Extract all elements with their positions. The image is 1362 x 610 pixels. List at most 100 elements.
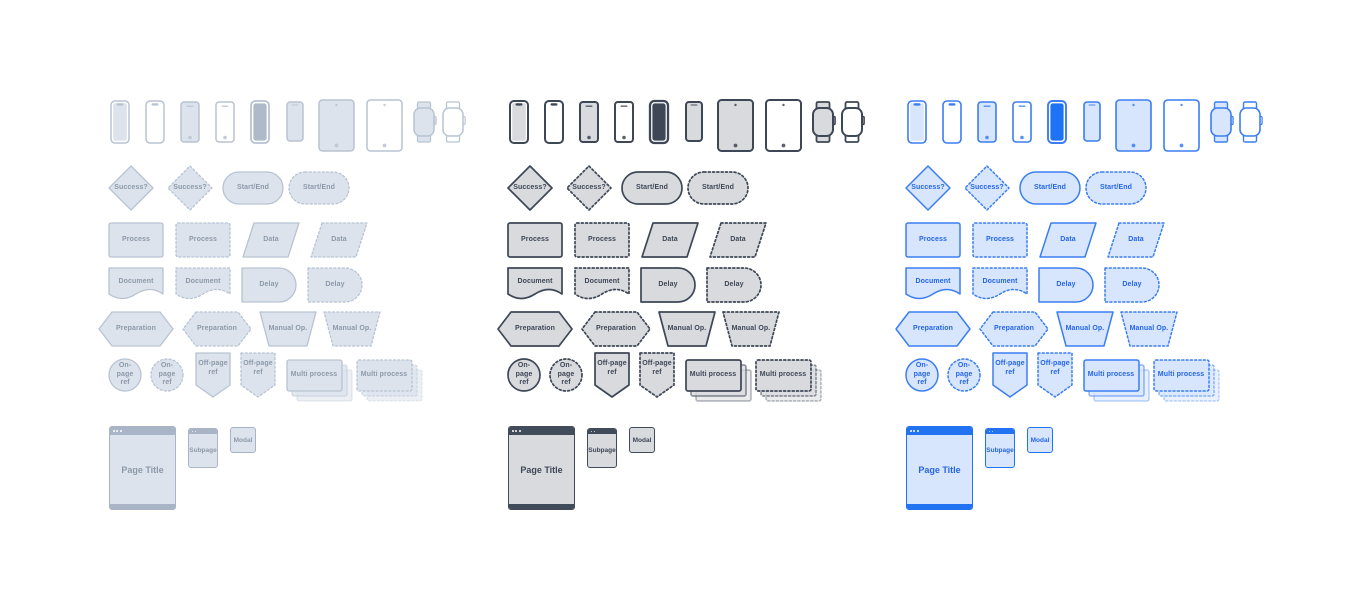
stencil-document-solid[interactable]: Document: [905, 266, 961, 304]
stencil-document-dashed[interactable]: Document: [972, 266, 1028, 304]
stencil-manual-operation-solid[interactable]: Manual Op.: [1056, 311, 1114, 347]
stencil-decision-dashed[interactable]: Success?: [964, 165, 1010, 211]
stencil-data-dashed[interactable]: Data: [709, 222, 767, 258]
stencil-multi-process-dashed[interactable]: Multi process: [755, 359, 822, 402]
stencil-delay-solid[interactable]: Delay: [640, 267, 696, 303]
stencil-terminator-dashed[interactable]: Start/End: [288, 171, 350, 205]
stencil-process-dashed[interactable]: Process: [175, 222, 231, 258]
window-dot-icon: [194, 430, 197, 433]
stencil-delay-dashed[interactable]: Delay: [706, 267, 762, 303]
window-content: Page Title: [907, 435, 972, 504]
window-dot-icon: [515, 430, 518, 432]
stencil-process-solid[interactable]: Process: [108, 222, 164, 258]
window-content: Modal: [1028, 428, 1052, 452]
window-label: Page Title: [918, 464, 961, 475]
stencil-manual-operation-solid[interactable]: Manual Op.: [658, 311, 716, 347]
stencil-multi-process-solid[interactable]: Multi process: [685, 359, 752, 402]
stencil-terminator-solid[interactable]: Start/End: [621, 171, 683, 205]
window-dot-icon: [593, 430, 596, 433]
window-label: Modal: [233, 436, 253, 444]
window-title-bar: [907, 427, 972, 435]
stencil-on-page-reference-solid[interactable]: On-page ref: [108, 358, 142, 392]
window-content: Subpage: [189, 434, 217, 467]
stencil-multi-process-solid[interactable]: Multi process: [286, 359, 353, 402]
stencil-off-page-reference-solid[interactable]: Off-page ref: [992, 352, 1028, 398]
stencil-data-solid[interactable]: Data: [1039, 222, 1097, 258]
stencil-off-page-reference-dashed[interactable]: Off-page ref: [1037, 352, 1073, 398]
stencil-data-solid[interactable]: Data: [641, 222, 699, 258]
stencil-preparation-solid[interactable]: Preparation: [895, 311, 971, 347]
stencil-manual-operation-dashed[interactable]: Manual Op.: [722, 311, 780, 347]
stencil-document-dashed[interactable]: Document: [175, 266, 231, 304]
stencil-data-solid[interactable]: Data: [242, 222, 300, 258]
stencil-preparation-dashed[interactable]: Preparation: [182, 311, 252, 347]
window-footer-bar: [110, 504, 175, 509]
modal-stencil[interactable]: Modal: [1027, 427, 1053, 453]
stencil-off-page-reference-solid[interactable]: Off-page ref: [594, 352, 630, 398]
stencil-on-page-reference-solid[interactable]: On-page ref: [905, 358, 939, 392]
stencil-document-dashed[interactable]: Document: [574, 266, 630, 304]
modal-stencil[interactable]: Modal: [230, 427, 256, 453]
stencil-delay-dashed[interactable]: Delay: [1104, 267, 1160, 303]
stencil-process-solid[interactable]: Process: [905, 222, 961, 258]
stencil-process-dashed[interactable]: Process: [972, 222, 1028, 258]
stencil-delay-solid[interactable]: Delay: [241, 267, 297, 303]
stencil-multi-process-dashed[interactable]: Multi process: [1153, 359, 1220, 402]
stencil-off-page-reference-dashed[interactable]: Off-page ref: [240, 352, 276, 398]
stencil-manual-operation-solid[interactable]: Manual Op.: [259, 311, 317, 347]
stencil-process-dashed[interactable]: Process: [574, 222, 630, 258]
stencil-data-dashed[interactable]: Data: [310, 222, 368, 258]
stencil-decision-solid[interactable]: Success?: [905, 165, 951, 211]
browser-window-stencil[interactable]: Page Title: [906, 426, 973, 510]
window-label: Subpage: [189, 447, 217, 454]
window-dot-icon: [119, 430, 122, 432]
window-content: Subpage: [588, 434, 616, 467]
stencil-data-dashed[interactable]: Data: [1107, 222, 1165, 258]
subpage-stencil[interactable]: Subpage: [985, 428, 1015, 468]
window-footer-bar: [509, 504, 574, 509]
stencil-terminator-solid[interactable]: Start/End: [222, 171, 284, 205]
window-content: Subpage: [986, 434, 1014, 467]
stencil-off-page-reference-dashed[interactable]: Off-page ref: [639, 352, 675, 398]
stencil-multi-process-dashed[interactable]: Multi process: [356, 359, 423, 402]
stencil-on-page-reference-dashed[interactable]: On-page ref: [549, 358, 583, 392]
stencil-decision-solid[interactable]: Success?: [507, 165, 553, 211]
stencil-decision-solid[interactable]: Success?: [108, 165, 154, 211]
stencil-document-solid[interactable]: Document: [108, 266, 164, 304]
stencil-delay-solid[interactable]: Delay: [1038, 267, 1094, 303]
window-title-bar: [986, 429, 1014, 434]
stencil-preparation-solid[interactable]: Preparation: [497, 311, 573, 347]
window-dot-icon: [913, 430, 916, 432]
browser-window-stencil[interactable]: Page Title: [109, 426, 176, 510]
window-label: Subpage: [986, 447, 1014, 454]
stencil-decision-dashed[interactable]: Success?: [167, 165, 213, 211]
stencil-on-page-reference-dashed[interactable]: On-page ref: [947, 358, 981, 392]
stencil-preparation-dashed[interactable]: Preparation: [979, 311, 1049, 347]
stencil-on-page-reference-solid[interactable]: On-page ref: [507, 358, 541, 392]
stencil-delay-dashed[interactable]: Delay: [307, 267, 363, 303]
window-dot-icon: [113, 430, 115, 432]
subpage-stencil[interactable]: Subpage: [188, 428, 218, 468]
stencil-document-solid[interactable]: Document: [507, 266, 563, 304]
stencil-on-page-reference-dashed[interactable]: On-page ref: [150, 358, 184, 392]
stencil-manual-operation-dashed[interactable]: Manual Op.: [323, 311, 381, 347]
stencil-process-solid[interactable]: Process: [507, 222, 563, 258]
stencil-decision-dashed[interactable]: Success?: [566, 165, 612, 211]
stencil-terminator-solid[interactable]: Start/End: [1019, 171, 1081, 205]
stencil-off-page-reference-solid[interactable]: Off-page ref: [195, 352, 231, 398]
stencil-terminator-dashed[interactable]: Start/End: [1085, 171, 1147, 205]
browser-window-stencil[interactable]: Page Title: [508, 426, 575, 510]
window-title-bar: [110, 427, 175, 435]
stencil-terminator-dashed[interactable]: Start/End: [687, 171, 749, 205]
stencil-multi-process-solid[interactable]: Multi process: [1083, 359, 1150, 402]
stencil-preparation-solid[interactable]: Preparation: [98, 311, 174, 347]
stencil-preparation-dashed[interactable]: Preparation: [581, 311, 651, 347]
subpage-stencil[interactable]: Subpage: [587, 428, 617, 468]
modal-stencil[interactable]: Modal: [629, 427, 655, 453]
window-dot-icon: [591, 430, 593, 433]
window-title-bar: [588, 429, 616, 434]
window-content: Modal: [630, 428, 654, 452]
stencil-manual-operation-dashed[interactable]: Manual Op.: [1120, 311, 1178, 347]
